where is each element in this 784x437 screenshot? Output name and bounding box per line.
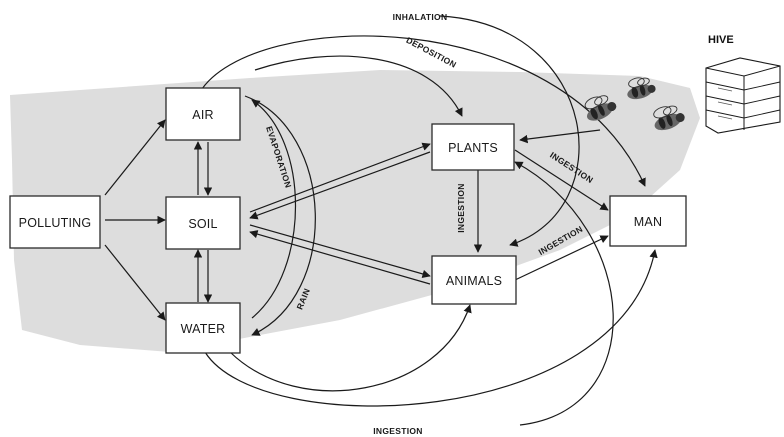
water-animals-arc <box>229 304 472 392</box>
bottom-ingestion-arc <box>204 249 658 407</box>
inhalation-label: INHALATION <box>393 12 448 22</box>
deposition-arc <box>254 55 463 117</box>
arrow-plants-soil <box>249 151 431 220</box>
arrow-soil-animals <box>249 224 431 278</box>
animals-label: ANIMALS <box>446 274 502 288</box>
honeybee-icon <box>584 95 617 121</box>
ingestion-bottom-label: INGESTION <box>373 426 422 436</box>
evaporation-arrow <box>251 99 296 319</box>
honeybee-icon <box>627 77 656 100</box>
polluting-label: POLLUTING <box>19 216 92 230</box>
arrow-animals-soil <box>249 230 431 285</box>
arrow-plants-man <box>514 149 609 211</box>
beehive-icon <box>705 57 781 134</box>
water-label: WATER <box>181 322 226 336</box>
polluting-box: POLLUTING <box>9 195 101 249</box>
air-box: AIR <box>165 87 241 141</box>
animals-box: ANIMALS <box>431 255 517 305</box>
water-box: WATER <box>165 302 241 354</box>
deposition-label: DEPOSITION <box>405 35 459 70</box>
honeybee-icon <box>653 105 685 131</box>
hive-label: HIVE <box>708 34 734 46</box>
plants-box: PLANTS <box>431 123 515 171</box>
loop-plants-return-arc <box>514 161 614 426</box>
man-label: MAN <box>634 215 662 229</box>
soil-box: SOIL <box>165 196 241 250</box>
arrow-bees-plants <box>519 129 601 144</box>
soil-label: SOIL <box>188 217 217 231</box>
plants-label: PLANTS <box>448 141 498 155</box>
arrow-polluting-air <box>104 119 166 196</box>
arrow-polluting-water <box>104 244 166 321</box>
inhalation-return-arc <box>439 15 580 247</box>
rain-arrow <box>244 95 316 336</box>
arrow-animals-man <box>514 235 609 281</box>
arrow-soil-plants <box>249 142 431 213</box>
air-label: AIR <box>192 108 213 122</box>
man-box: MAN <box>609 195 687 247</box>
ingestion-vertical-label: INGESTION <box>456 183 466 232</box>
